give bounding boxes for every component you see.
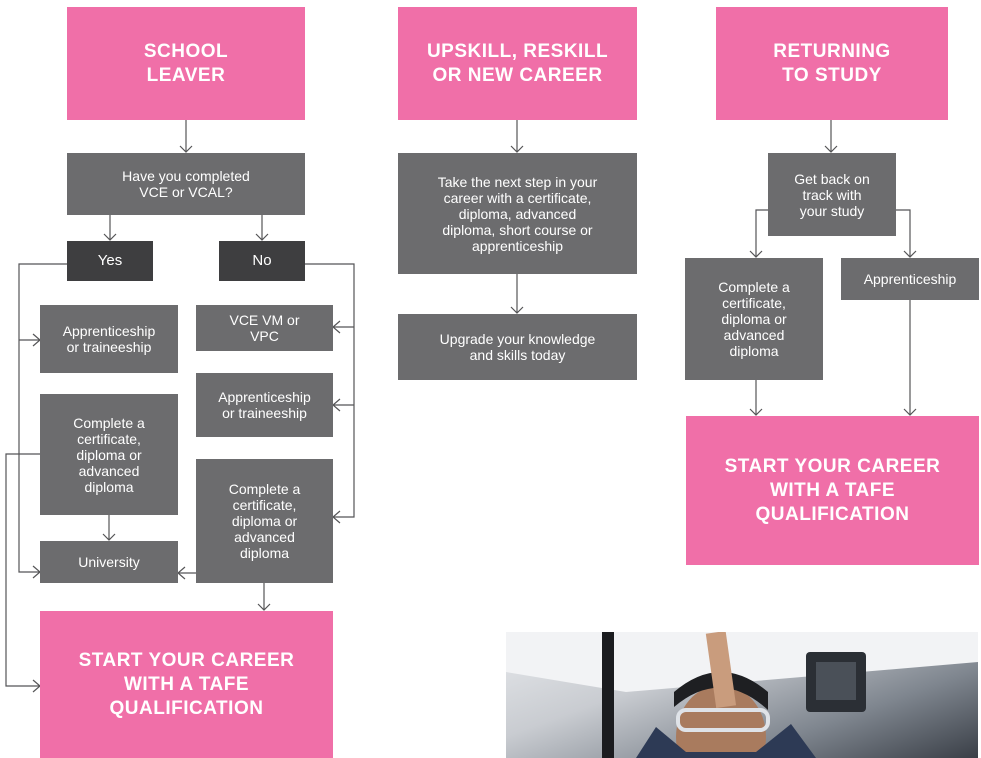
student-photo-illustration: [506, 632, 978, 758]
no-box: No: [219, 241, 305, 281]
returning-certificate-box: Complete a certificate, diploma or advan…: [685, 258, 823, 380]
student-photo: [506, 632, 978, 758]
university-box: University: [40, 541, 178, 583]
vce-question-box: Have you completed VCE or VCAL?: [67, 153, 305, 215]
no-apprenticeship-box: Apprenticeship or traineeship: [196, 373, 333, 437]
returning-heading: RETURNING TO STUDY: [716, 7, 948, 120]
upskill-upgrade-box: Upgrade your knowledge and skills today: [398, 314, 637, 380]
returning-outcome-box: START YOUR CAREER WITH A TAFE QUALIFICAT…: [686, 416, 979, 565]
school-leaver-heading: SCHOOL LEAVER: [67, 7, 305, 120]
yes-box: Yes: [67, 241, 153, 281]
yes-certificate-box: Complete a certificate, diploma or advan…: [40, 394, 178, 515]
no-certificate-box: Complete a certificate, diploma or advan…: [196, 459, 333, 583]
returning-get-back-box: Get back on track with your study: [768, 153, 896, 236]
yes-apprenticeship-box: Apprenticeship or traineeship: [40, 305, 178, 373]
returning-apprenticeship-box: Apprenticeship: [841, 258, 979, 300]
no-vce-vm-box: VCE VM or VPC: [196, 305, 333, 351]
school-outcome-box: START YOUR CAREER WITH A TAFE QUALIFICAT…: [40, 611, 333, 758]
upskill-next-step-box: Take the next step in your career with a…: [398, 153, 637, 274]
upskill-heading: UPSKILL, RESKILL OR NEW CAREER: [398, 7, 637, 120]
